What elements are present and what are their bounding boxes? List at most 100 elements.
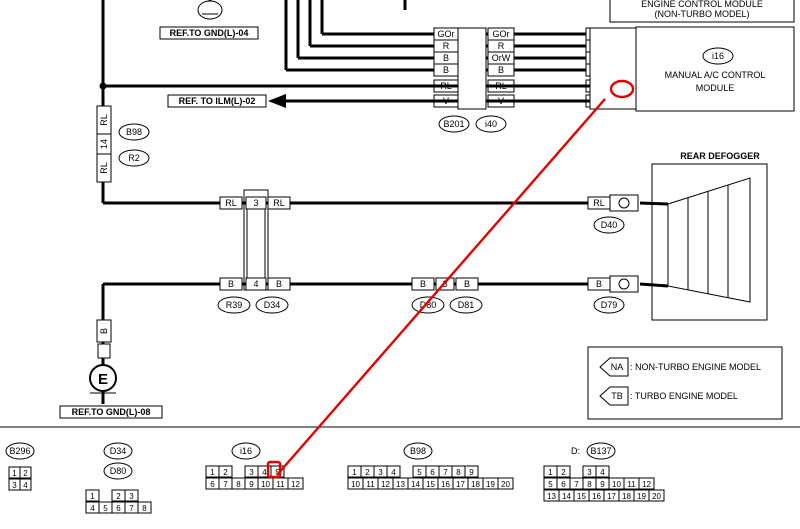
lower-left-color: B <box>228 279 234 289</box>
pin-number: 12 <box>381 480 390 489</box>
pin-number: 2 <box>116 492 121 501</box>
pin-number: 3 <box>378 468 383 477</box>
mid-right-color: B <box>464 279 470 289</box>
pin-number: 7 <box>129 504 134 513</box>
legend-tb-text: : TURBO ENGINE MODEL <box>630 391 738 401</box>
pin-number: 7 <box>574 480 579 489</box>
ref-gnd-l08-label: REF.TO GND(L)-08 <box>72 407 151 417</box>
defogger-upper-wire: RL 3 RL RL D40 <box>103 194 639 234</box>
engine-control-module-title: ENGINE CONTROL MODULE <box>641 0 763 9</box>
pin-number: 5 <box>103 504 108 513</box>
pin-number: 4 <box>391 468 396 477</box>
pin-number: 20 <box>501 480 510 489</box>
pin-number: 10 <box>261 480 270 489</box>
ref-gnd-l04: REF.TO GND(L)-04 <box>159 26 259 40</box>
pin-number: 14 <box>562 492 571 501</box>
pin-number: 17 <box>607 492 616 501</box>
ref-gnd-l04-label: REF.TO GND(L)-04 <box>170 28 249 38</box>
pin-number: 3 <box>249 468 254 477</box>
left-vertical-wire: RL 14 RL B98 R2 <box>96 86 150 203</box>
pin-number: 8 <box>236 480 241 489</box>
module-name-line1: MANUAL A/C CONTROL <box>665 70 766 80</box>
pin-number: 8 <box>456 468 461 477</box>
pin-number: 1 <box>352 468 357 477</box>
pin-number: 12 <box>291 480 300 489</box>
ground-wire-color: B <box>99 328 109 334</box>
connector-d80-label: D80 <box>420 300 437 310</box>
rear-defogger-title: REAR DEFOGGER <box>680 151 760 161</box>
module-id-label: i16 <box>712 51 724 61</box>
connector-i16-bottom-label: i16 <box>240 446 252 456</box>
mid-left-color: B <box>420 279 426 289</box>
legend-tb-tag: TB <box>611 391 623 401</box>
pin-number: 4 <box>262 468 267 477</box>
ref-ilm-l02-label: REF. TO ILM(L)-02 <box>179 96 256 106</box>
connector-d40-label: D40 <box>601 220 618 230</box>
pin-number: 10 <box>612 480 621 489</box>
pin-number: 6 <box>430 468 435 477</box>
pin-number: 6 <box>116 504 121 513</box>
pin-number: 1 <box>12 469 17 478</box>
connector-b201-label: B201 <box>443 119 464 129</box>
connector-b98-bottom-label: B98 <box>410 446 426 456</box>
pin-number: 15 <box>426 480 435 489</box>
pin-number: 6 <box>210 480 215 489</box>
wire-mid-color: R <box>498 41 505 51</box>
pin-number: 12 <box>642 480 651 489</box>
left-pin: 14 <box>99 139 109 149</box>
pin-number: 11 <box>627 480 636 489</box>
connector-d34-label: D34 <box>264 300 281 310</box>
legend-na-text: : NON-TURBO ENGINE MODEL <box>630 362 761 372</box>
upper-trunk-wires <box>99 0 407 106</box>
pin-number: 17 <box>456 480 465 489</box>
connector-d34-bottom-label: D34 <box>110 446 127 456</box>
pin-number: 11 <box>366 480 375 489</box>
wire-left-color: GOr <box>438 29 455 39</box>
rear-defogger: REAR DEFOGGER <box>639 151 768 321</box>
wire-left-color: B <box>443 65 449 75</box>
lower-pin: 4 <box>253 279 258 289</box>
defogger-lower-wire: B 4 B B 3 B B R39 D34 D80 D81 D79 <box>101 275 639 322</box>
pin-number: 4 <box>90 504 95 513</box>
pin-number: 9 <box>600 480 605 489</box>
connector-i40-label: i40 <box>485 119 497 129</box>
pin-number: 18 <box>471 480 480 489</box>
upper-pin: 3 <box>253 198 258 208</box>
engine-control-module-subtitle: (NON-TURBO MODEL) <box>655 9 750 19</box>
connector-d79-label: D79 <box>601 300 618 310</box>
pin-number: 19 <box>637 492 646 501</box>
pin-number: 7 <box>443 468 448 477</box>
pin-number: 7 <box>223 480 228 489</box>
wire-left-color: R <box>443 41 450 51</box>
pin-number: 3 <box>129 492 134 501</box>
pin-number: 9 <box>249 480 254 489</box>
ground-symbol-letter: E <box>98 371 108 388</box>
upper-left-color: RL <box>225 198 237 208</box>
pin-number: 19 <box>486 480 495 489</box>
pin-number: 2 <box>23 469 28 478</box>
pin-number: 2 <box>365 468 370 477</box>
lower-end-color: B <box>596 279 602 289</box>
pin-number: 5 <box>548 480 553 489</box>
pin-number: 11 <box>276 480 285 489</box>
upper-right-color: RL <box>273 198 285 208</box>
pin-number: 8 <box>142 504 147 513</box>
pin-number: 16 <box>441 480 450 489</box>
pin-number: 5 <box>417 468 422 477</box>
b137-prefix: D: <box>571 446 580 456</box>
pin-number: 3 <box>587 468 592 477</box>
left-top-color: RL <box>99 114 109 126</box>
